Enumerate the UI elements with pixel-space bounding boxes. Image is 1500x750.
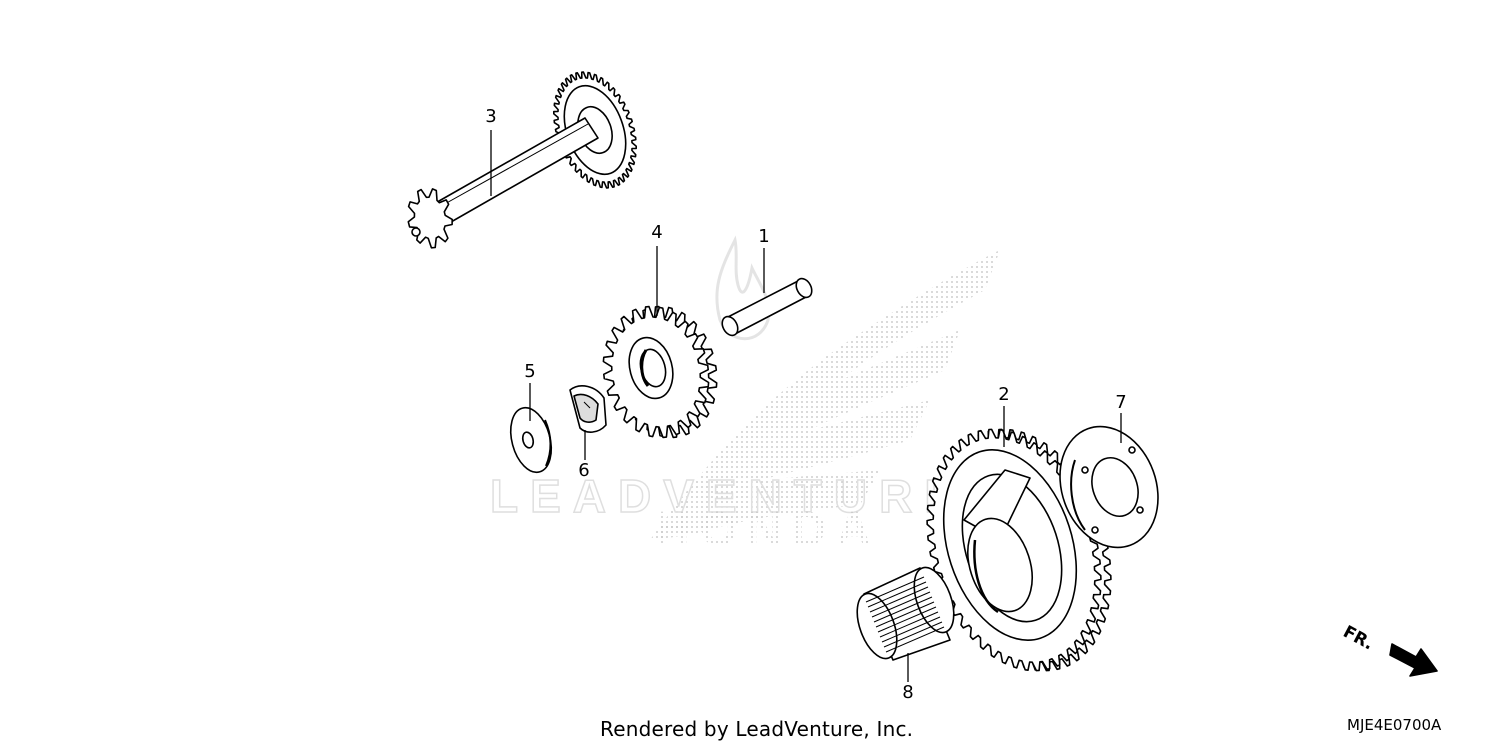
watermark-brand: HONDA: [655, 503, 881, 556]
part-5-washer: [509, 406, 553, 474]
callout-4: 4: [651, 222, 663, 243]
reduction-pinion: [407, 188, 453, 249]
front-direction-arrow: [1389, 643, 1438, 677]
bearing-needle: [867, 581, 927, 608]
diagram-code: MJE4E0700A: [1347, 716, 1442, 734]
callout-8: 8: [902, 682, 914, 703]
bearing-needle: [881, 616, 941, 643]
bearing-needle: [865, 576, 925, 603]
part-4-idle-gear: [602, 305, 718, 439]
part-3-reduction-shaft: [407, 71, 637, 249]
bearing-needle: [875, 601, 935, 628]
callout-1: 1: [758, 226, 770, 247]
callout-3: 3: [485, 106, 497, 127]
watermark-wordmark: LEADVENTURE: [490, 470, 967, 522]
callout-7: 7: [1115, 392, 1127, 413]
part-1-pin: [721, 277, 813, 337]
callout-5: 5: [524, 361, 536, 382]
part-7-plate: [1059, 425, 1159, 549]
part-8-needle-bearing: [856, 566, 955, 661]
part-6-collar: [569, 385, 607, 433]
bearing-needle: [873, 596, 933, 623]
footer-credit: Rendered by LeadVenture, Inc.: [600, 717, 914, 741]
watermark: LEADVENTURE HONDA: [489, 235, 1000, 556]
callout-2: 2: [998, 384, 1010, 405]
bearing-needle: [871, 591, 931, 618]
bearing-needle: [869, 586, 929, 613]
leader-lines: [490, 130, 1122, 682]
pinion-hole: [411, 227, 421, 237]
bearing-needle: [883, 621, 943, 648]
callout-6: 6: [578, 460, 590, 481]
watermark-wing: [650, 250, 1000, 540]
bearing-needle: [879, 611, 939, 638]
bearing-needle: [877, 606, 937, 633]
shaft-body: [431, 117, 599, 227]
bearing-needle: [885, 626, 945, 653]
